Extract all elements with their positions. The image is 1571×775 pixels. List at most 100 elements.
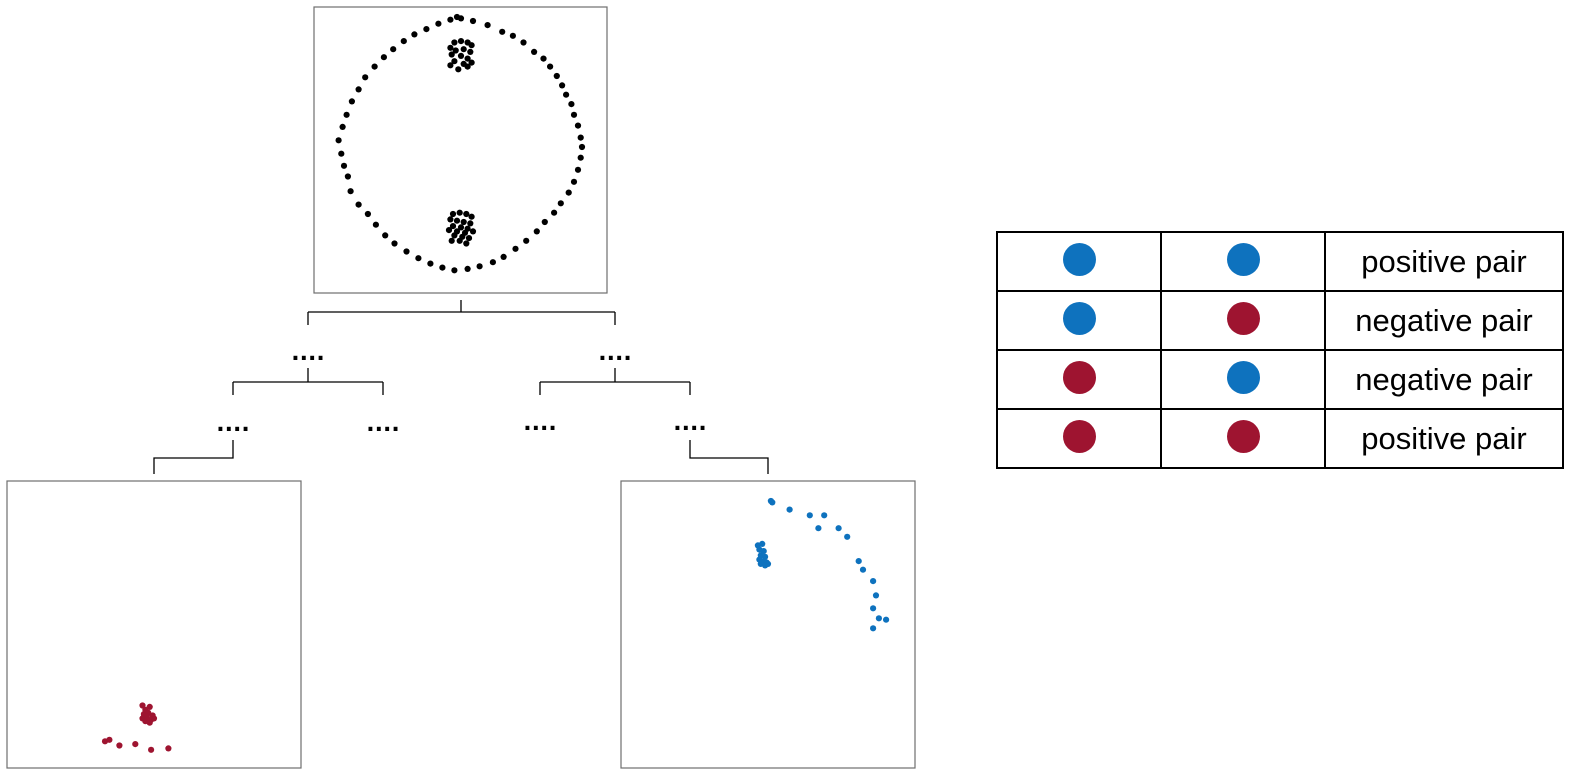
- root-point: [457, 224, 465, 231]
- root-point: [447, 216, 454, 223]
- root-point: [464, 55, 471, 62]
- right-leaf-connector: [689, 440, 769, 474]
- root-point: [469, 228, 477, 235]
- left-leaf-point: [132, 741, 139, 748]
- root-point: [439, 264, 446, 271]
- ellipsis-node: ....: [366, 412, 399, 437]
- left-leaf-point: [165, 745, 172, 752]
- root-point: [355, 201, 362, 208]
- root-point: [347, 188, 354, 195]
- root-point: [335, 137, 342, 144]
- root-point: [451, 267, 458, 274]
- root-point: [435, 20, 442, 27]
- root-point: [403, 248, 410, 255]
- root-point: [468, 42, 475, 49]
- right-leaf-point: [835, 525, 842, 532]
- root-point: [355, 86, 362, 93]
- root-point: [484, 22, 491, 29]
- left-leaf-point: [146, 703, 153, 711]
- left-split-connector: [232, 368, 384, 395]
- red-dot-icon: [1226, 419, 1260, 453]
- root-panel-frame: [313, 6, 608, 294]
- right-leaf-point: [769, 499, 776, 506]
- root-point: [411, 31, 418, 38]
- pair-left-cell: [996, 349, 1162, 410]
- pair-label: positive pair: [1324, 231, 1564, 292]
- root-point: [468, 59, 475, 66]
- root-point: [531, 48, 538, 56]
- root-point: [447, 16, 454, 23]
- blue-dot-icon: [1226, 360, 1260, 394]
- ellipsis-node: ....: [291, 341, 324, 366]
- right-leaf-point: [870, 605, 877, 612]
- root-point: [500, 253, 507, 260]
- root-point: [447, 62, 454, 69]
- root-point: [574, 166, 582, 173]
- ellipsis-node: ....: [216, 412, 249, 437]
- scatter-panel-root: [313, 6, 608, 294]
- right-leaf-scatter-points: [754, 497, 890, 632]
- ellipsis-nodes: .... .... .... .... .... ....: [216, 341, 706, 437]
- ellipsis-node: ....: [523, 411, 556, 436]
- root-point: [469, 17, 477, 25]
- blue-dot-icon: [1062, 301, 1096, 335]
- pair-right-cell: [1160, 408, 1326, 469]
- root-point: [390, 46, 397, 53]
- root-point: [563, 91, 570, 98]
- blue-dot-icon: [1062, 242, 1096, 276]
- left-leaf-scatter-points: [101, 702, 172, 753]
- pair-right-cell: [1160, 231, 1326, 292]
- root-point: [533, 228, 540, 235]
- root-point: [423, 26, 430, 33]
- root-point: [453, 217, 461, 224]
- left-leaf-point: [150, 715, 158, 722]
- root-point: [457, 38, 465, 45]
- root-point: [574, 122, 582, 129]
- root-point: [557, 200, 564, 207]
- root-point: [460, 46, 467, 53]
- root-point: [467, 48, 474, 56]
- pair-label: positive pair: [1324, 408, 1564, 469]
- pair-label: negative pair: [1324, 349, 1564, 410]
- pair-row: positive pair: [996, 408, 1564, 469]
- left-leaf-point: [116, 742, 123, 749]
- root-point: [371, 63, 378, 70]
- right-leaf-point: [883, 616, 890, 623]
- right-leaf-point: [815, 525, 822, 532]
- root-point: [570, 111, 578, 118]
- root-point: [452, 47, 459, 54]
- tree-connectors: [153, 300, 769, 474]
- root-point: [382, 232, 389, 239]
- root-point: [344, 173, 351, 180]
- pair-right-cell: [1160, 290, 1326, 351]
- pair-row: negative pair: [996, 349, 1564, 410]
- root-point: [553, 72, 560, 80]
- left-leaf-point: [106, 736, 113, 743]
- root-point: [400, 38, 407, 45]
- root-point: [489, 259, 496, 266]
- root-scatter-points: [335, 13, 586, 274]
- red-dot-icon: [1226, 301, 1260, 335]
- root-point: [348, 98, 355, 105]
- pair-row: negative pair: [996, 290, 1564, 351]
- root-point: [343, 111, 350, 118]
- root-point: [460, 218, 467, 226]
- root-point: [380, 54, 387, 61]
- root-point: [364, 210, 371, 218]
- right-leaf-point: [855, 558, 862, 565]
- root-point: [415, 255, 422, 262]
- pair-label: negative pair: [1324, 290, 1564, 351]
- root-point: [577, 154, 584, 161]
- scatter-panel-right-leaf: [620, 480, 916, 769]
- root-point: [455, 66, 462, 73]
- root-point: [559, 82, 566, 89]
- red-dot-icon: [1062, 360, 1096, 394]
- root-point: [467, 220, 474, 227]
- root-point: [476, 263, 483, 270]
- root-point: [391, 240, 398, 247]
- root-point: [457, 52, 465, 60]
- root-point: [456, 209, 463, 216]
- root-point: [448, 237, 455, 244]
